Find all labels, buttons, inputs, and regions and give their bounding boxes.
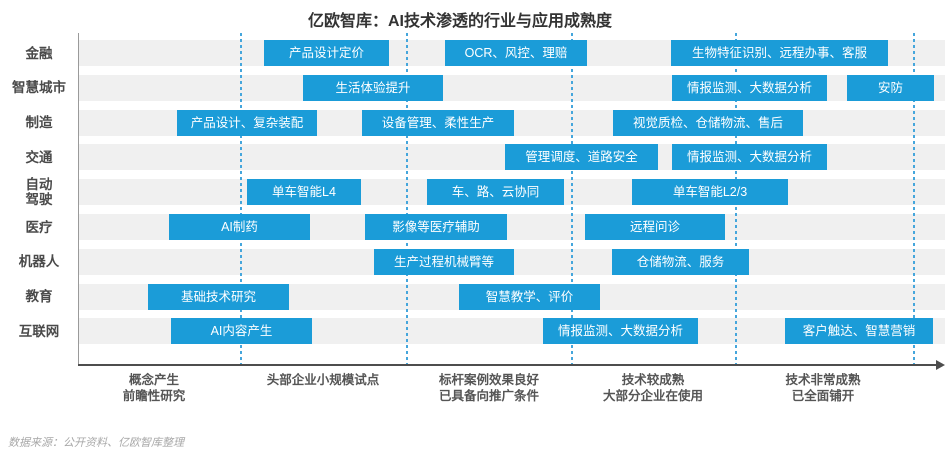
application-box: 单车智能L2/3: [632, 179, 788, 206]
industry-label: 智慧城市: [12, 80, 66, 96]
stage-divider-line: [913, 33, 915, 364]
stage-label: 技术非常成熟 已全面铺开: [785, 373, 861, 403]
application-box: 情报监测、大数据分析: [672, 74, 827, 101]
application-box: 仓储物流、服务: [612, 248, 749, 275]
y-axis-line: [78, 33, 79, 365]
stage-label: 概念产生 前瞻性研究: [122, 373, 186, 403]
application-box: 视觉质检、仓储物流、售后: [613, 109, 803, 136]
application-box: OCR、风控、理赔: [445, 40, 587, 66]
x-axis-line: [78, 364, 936, 366]
application-box: 影像等医疗辅助: [365, 214, 507, 240]
application-box: AI制药: [169, 214, 310, 240]
industry-label: 互联网: [18, 323, 60, 339]
stage-divider-line: [406, 33, 408, 364]
stage-divider-line: [240, 33, 242, 364]
x-axis-arrow-icon: [936, 360, 945, 370]
application-box: 安防: [847, 74, 934, 101]
application-box: 情报监测、大数据分析: [672, 144, 827, 171]
application-box: 智慧教学、评价: [459, 283, 600, 310]
application-box: AI内容产生: [171, 318, 312, 345]
industry-label: 制造: [25, 115, 53, 131]
stage-label: 头部企业小规模试点: [266, 373, 380, 387]
application-box: 基础技术研究: [148, 283, 289, 310]
application-box: 产品设计、复杂装配: [177, 109, 317, 136]
source-note: 数据来源：公开资料、亿欧智库整理: [8, 437, 184, 449]
application-box: 生活体验提升: [303, 74, 443, 101]
application-box: 生产过程机械臂等: [374, 248, 514, 275]
industry-label: 教育: [25, 289, 53, 305]
application-box: 产品设计定价: [264, 40, 389, 66]
application-box: 远程问诊: [585, 214, 725, 240]
industry-label: 自动 驾驶: [25, 177, 53, 208]
stage-label: 技术较成熟 大部分企业在使用: [602, 373, 704, 403]
industry-label: 金融: [25, 45, 53, 61]
application-box: 管理调度、道路安全: [505, 144, 658, 171]
application-box: 情报监测、大数据分析: [543, 318, 698, 345]
application-box: 设备管理、柔性生产: [362, 109, 514, 136]
application-box: 单车智能L4: [247, 179, 361, 206]
stage-label: 标杆案例效果良好 已具备向推广条件: [438, 373, 540, 403]
stage-divider-line: [571, 33, 573, 364]
industry-label: 交通: [25, 149, 53, 165]
application-box: 生物特征识别、远程办事、客服: [671, 40, 888, 66]
industry-label: 医疗: [25, 219, 53, 235]
industry-label: 机器人: [18, 254, 60, 270]
chart-title: 亿欧智库：AI技术渗透的行业与应用成熟度: [307, 13, 612, 30]
application-box: 客户触达、智慧营销: [785, 318, 933, 345]
application-box: 车、路、云协同: [427, 179, 564, 206]
